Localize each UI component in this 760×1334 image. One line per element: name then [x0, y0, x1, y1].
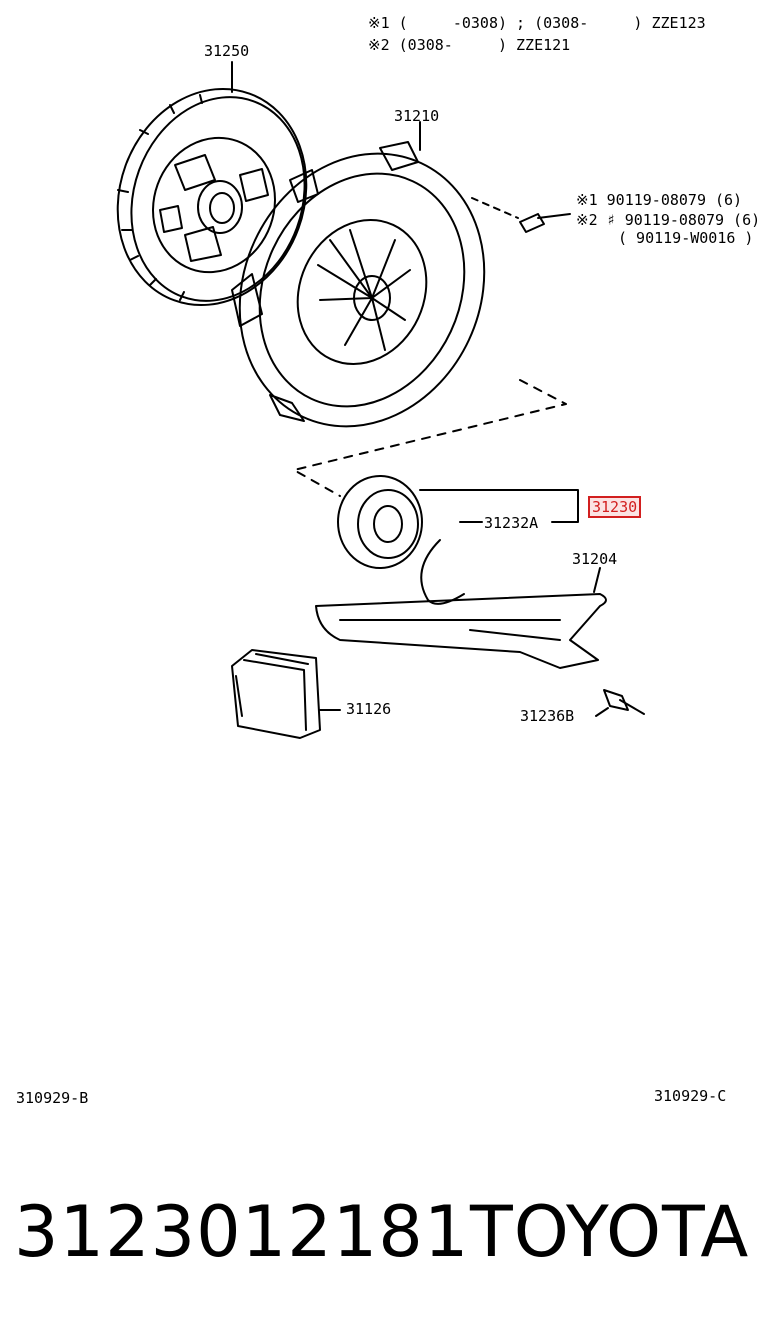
note-line-1: ※1 ( -0308) ; (0308- ) ZZE123 [368, 14, 706, 32]
part-label-31230-highlighted[interactable]: 31230 [588, 496, 642, 518]
note-line-2: ※2 (0308- ) ZZE121 [368, 36, 571, 54]
footer-part-number: 3123012181 [14, 1191, 470, 1273]
bolt-label-3[interactable]: ( 90119-W0016 ) [618, 229, 754, 247]
pressure-plate [231, 121, 486, 428]
part-label-31232A[interactable]: 31232A [484, 514, 539, 532]
part-label-31210[interactable]: 31210 [394, 107, 440, 125]
figure-id-left: 310929-B [16, 1089, 89, 1107]
footer-brand: TOYOTA [470, 1191, 750, 1273]
part-label-31250[interactable]: 31250 [204, 42, 250, 60]
part-label-31204[interactable]: 31204 [572, 550, 618, 568]
release-fork [315, 567, 607, 669]
figure-id-right: 310929-C [654, 1087, 727, 1105]
bolt-label-1[interactable]: ※1 90119-08079 (6) [576, 191, 743, 209]
part-label-31126[interactable]: 31126 [346, 700, 392, 718]
clutch-disc [116, 61, 308, 307]
part-label-31236B[interactable]: 31236B [520, 707, 575, 725]
bolt [471, 197, 571, 233]
fork-boot [231, 649, 341, 739]
release-bearing [337, 475, 579, 605]
pivot-stud [595, 689, 645, 717]
bolt-label-2[interactable]: ※2 ♯ 90119-08079 (6) [576, 211, 760, 229]
